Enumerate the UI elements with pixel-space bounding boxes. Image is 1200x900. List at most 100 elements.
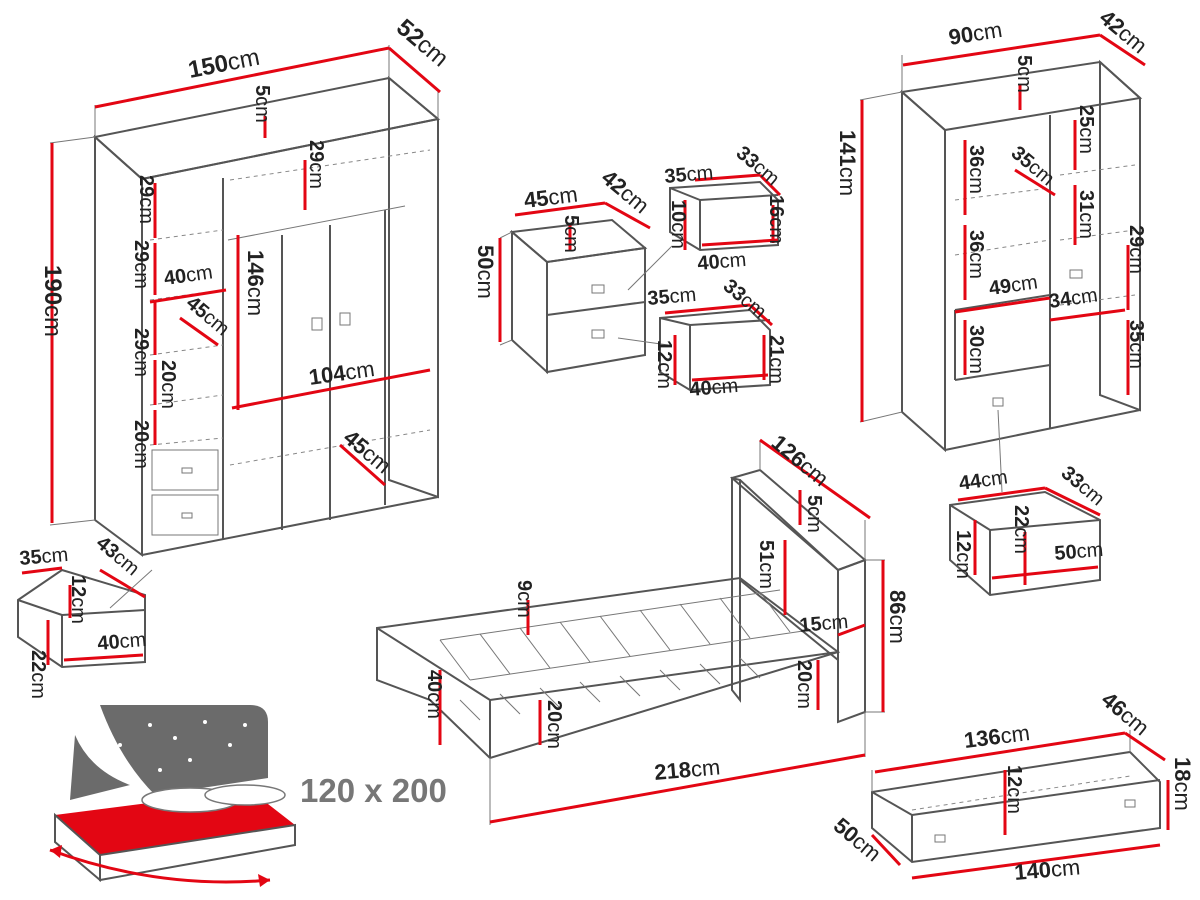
dimension-unit: cm [225, 44, 262, 77]
dimension-unit: cm [243, 287, 268, 316]
dimension-unit: cm [835, 167, 860, 196]
dimension-label-wd-drawer-front-w: 40cm [97, 629, 148, 655]
dimension-value: 10 [667, 200, 689, 222]
dimension-value: 5 [251, 85, 273, 96]
dimension-label-bed-slat-h: 9cm [513, 580, 535, 618]
bed-size-label: 120 x 200 [300, 772, 447, 809]
dimension-unit: cm [130, 262, 152, 289]
dimension-value: 140 [1013, 857, 1052, 885]
dimension-unit: cm [765, 357, 787, 384]
dimension-value: 12 [653, 340, 675, 362]
dimension-value: 40 [697, 251, 721, 275]
dimension-label-ns-d1-h: 10cm [667, 200, 689, 249]
dimension-value: 40 [689, 377, 713, 401]
dimension-unit: cm [821, 611, 849, 635]
dimension-unit: cm [669, 284, 697, 308]
dimension-unit: cm [980, 466, 1009, 491]
dimension-label-wardrobe-top: 5cm [251, 85, 273, 123]
dimension-value: 190 [39, 265, 66, 305]
wardrobe-drawer-detail [17, 566, 153, 669]
dimension-unit: cm [39, 305, 66, 337]
dimension-label-bd-front-d: 50cm [829, 813, 886, 867]
dimension-label-ns-d1-w: 35cm [664, 162, 715, 188]
dimension-unit: cm [344, 356, 377, 385]
dimension-unit: cm [765, 217, 787, 244]
dimension-label-wardrobe-inner-gap: 29cm [135, 175, 157, 224]
dimension-label-bd-front-w: 140cm [1013, 854, 1081, 885]
dimension-label-wardrobe-height: 190cm [39, 265, 66, 337]
dimension-label-cab-s9: 30cm [965, 325, 987, 374]
dimension-unit: cm [1013, 66, 1035, 93]
dimension-label-cab-s1: 36cm [965, 145, 987, 194]
dimension-value: 35 [664, 164, 688, 188]
dimension-label-wardrobe-shelf-b: 29cm [130, 240, 152, 289]
dimension-labels: 150cm52cm190cm5cm29cm29cm29cm29cm40cm45c… [19, 5, 1195, 885]
dimension-label-bed-head-h: 51cm [755, 540, 777, 589]
dimension-unit: cm [965, 347, 987, 374]
dimension-value: 45 [523, 185, 550, 213]
dimension-value: 218 [653, 757, 692, 785]
dimension-value: 31 [1075, 190, 1097, 212]
dimension-value: 16 [765, 195, 787, 217]
dimension-unit: cm [793, 682, 815, 709]
dimension-value: 36 [965, 145, 987, 167]
dimension-unit: cm [423, 692, 445, 719]
dimension-unit: cm [711, 375, 739, 399]
dimension-label-bd-w: 136cm [963, 720, 1032, 753]
bed-illustration-icon [49, 705, 296, 887]
dimension-value: 104 [307, 360, 348, 390]
dimension-unit: cm [686, 162, 714, 186]
dimension-label-bed-head-step: 15cm [799, 611, 850, 637]
dimension-unit: cm [755, 562, 777, 589]
dimension-label-bd-inner: 12cm [1003, 765, 1025, 814]
dimension-label-ns-d1-front-h: 16cm [765, 195, 787, 244]
nightstand-drawer-bottom [659, 303, 774, 392]
dimension-unit: cm [1010, 527, 1032, 554]
dimension-value: 12 [67, 575, 89, 597]
dimension-label-cd-w: 44cm [958, 466, 1010, 495]
dimension-value: 20 [130, 420, 152, 442]
wardrobe [49, 45, 441, 557]
dimension-label-cab-s10: 35cm [1125, 320, 1147, 369]
dimension-label-bed-side-h: 40cm [423, 670, 445, 719]
dimension-label-cab-height: 141cm [835, 130, 860, 196]
dimension-label-wd-drawer-h: 12cm [67, 575, 89, 624]
dimension-label-ns-height: 50cm [473, 245, 498, 299]
dimension-unit: cm [135, 197, 157, 224]
dimension-value: 20 [543, 700, 565, 722]
dimension-value: 21 [765, 335, 787, 357]
dimension-label-wardrobe-width: 150cm [186, 44, 262, 84]
dimension-unit: cm [952, 552, 974, 579]
dimension-value: 50 [1054, 541, 1078, 565]
dimension-value: 136 [963, 724, 1002, 753]
dimension-value: 12 [1003, 765, 1025, 787]
cabinet-drawer-detail [949, 486, 1101, 597]
dimension-label-ns-d2-w: 35cm [647, 284, 698, 310]
dimension-label-wd-drawer-d: 43cm [92, 532, 144, 580]
dimension-label-cab-s6: 29cm [1125, 225, 1147, 274]
dimension-unit: cm [560, 226, 582, 253]
bed [376, 438, 885, 825]
dimension-unit: cm [999, 720, 1031, 748]
dimension-value: 18 [1170, 757, 1195, 781]
dimension-unit: cm [130, 442, 152, 469]
dimension-unit: cm [305, 162, 327, 189]
dimension-label-ns-width: 45cm [523, 182, 579, 213]
dimension-unit: cm [27, 672, 49, 699]
bookcase-cabinet [859, 33, 1146, 493]
dimension-unit: cm [803, 506, 825, 533]
dimension-unit: cm [513, 591, 535, 618]
dimension-label-wd-drawer-w: 35cm [19, 544, 70, 570]
dimension-value: 35 [1125, 320, 1147, 342]
dimension-value: 40 [163, 265, 188, 290]
dimension-unit: cm [1125, 247, 1147, 274]
dimension-unit: cm [690, 754, 721, 781]
dimension-unit: cm [1075, 212, 1097, 239]
dimension-label-wardrobe-shelf-a: 29cm [305, 140, 327, 189]
dimension-value: 12 [952, 530, 974, 552]
dimension-unit: cm [543, 722, 565, 749]
dimension-value: 44 [958, 470, 984, 495]
dimension-value: 30 [965, 325, 987, 347]
dimension-label-bed-frame-h: 20cm [543, 700, 565, 749]
dimension-label-wardrobe-hang-w: 104cm [307, 356, 376, 390]
